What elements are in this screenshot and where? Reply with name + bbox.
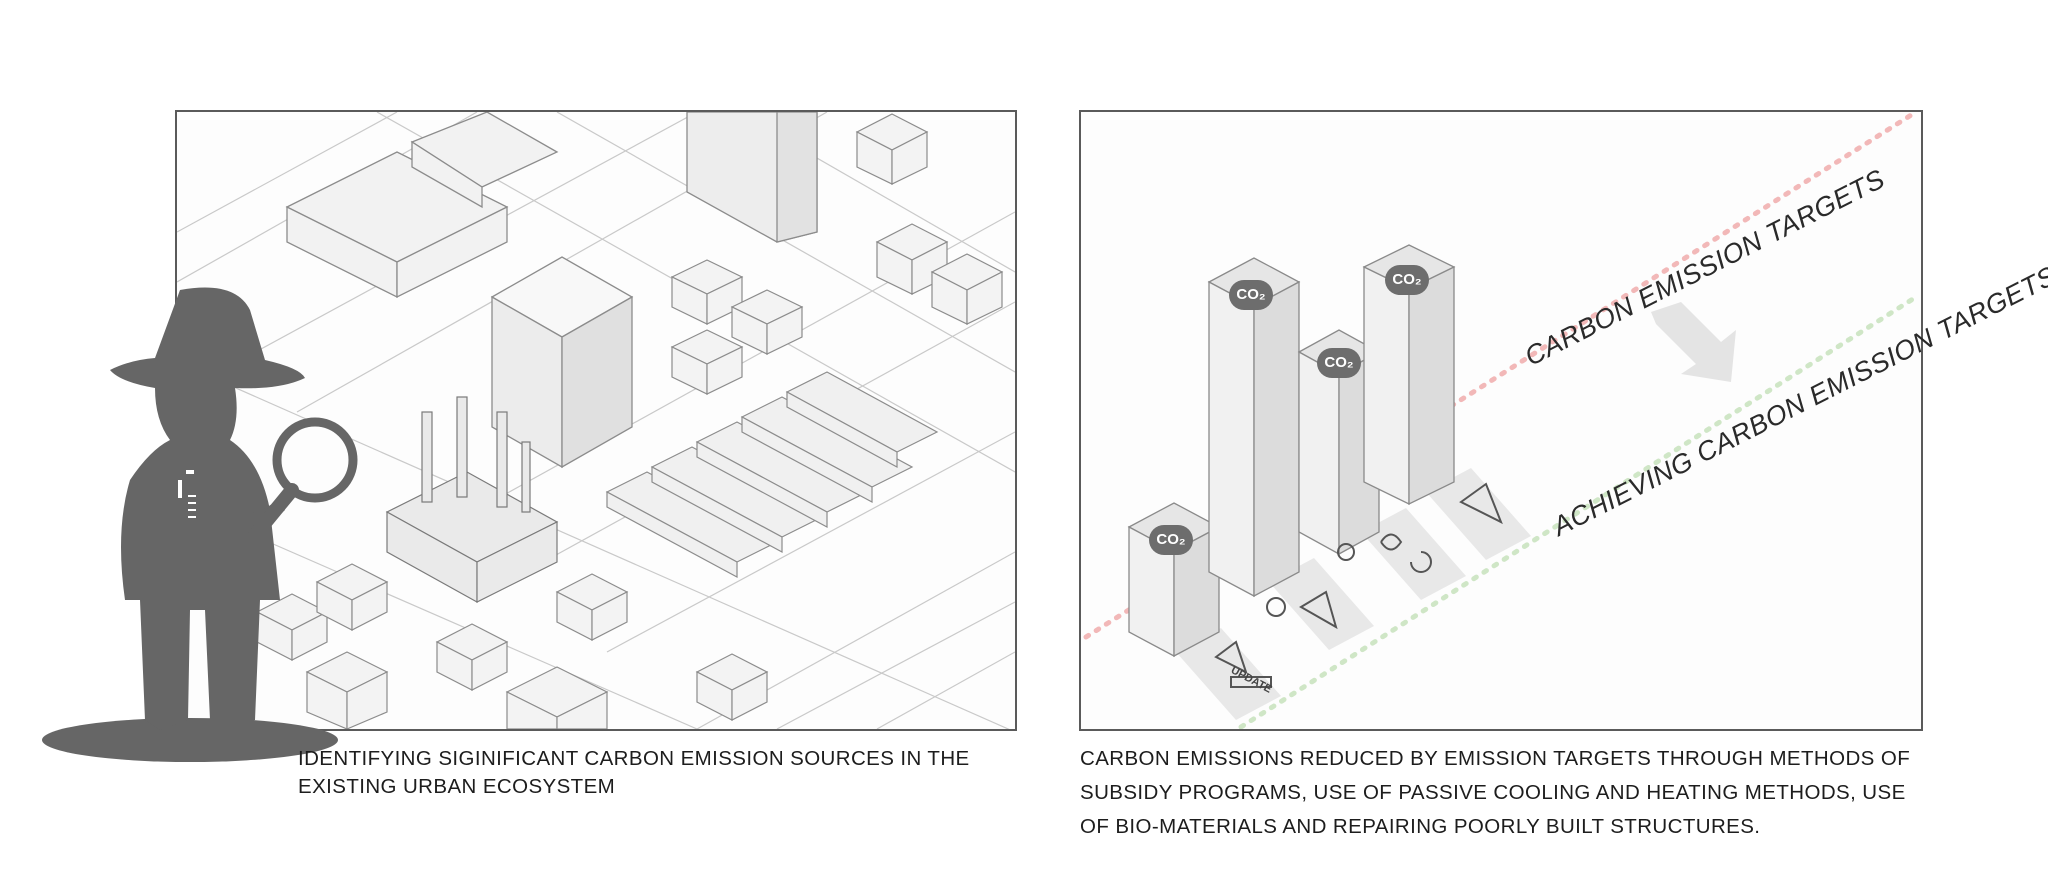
right-caption: CARBON EMISSIONS REDUCED BY EMISSION TAR…: [1080, 747, 1911, 838]
repair-icon: [1299, 590, 1338, 630]
detective-silhouette-icon: [42, 287, 358, 762]
leaf-icon: [1380, 533, 1403, 551]
fan-icon: [1337, 543, 1355, 561]
co2-cloud-icon: CO₂: [1149, 525, 1193, 555]
building-icon: [1266, 597, 1286, 617]
co2-cloud-icon: CO₂: [1317, 348, 1361, 378]
recycle-icon: [1410, 551, 1432, 573]
hammer-wrench-icon: [1214, 640, 1248, 674]
co2-cloud-icon: CO₂: [1229, 280, 1273, 310]
left-caption: IDENTIFYING SIGINIFICANT CARBON EMISSION…: [298, 747, 970, 798]
industrial-sheds: [605, 371, 939, 579]
co2-cloud-icon: CO₂: [1385, 265, 1429, 295]
emission-bar-4: [1362, 244, 1456, 506]
update-tag-icon: [1230, 676, 1272, 688]
achieved-line: [1238, 294, 1919, 729]
emission-targets-diagram: CO₂ CO₂ CO₂ CO₂ UPDATE: [1079, 110, 1923, 731]
warning-icon: [1459, 482, 1503, 525]
magnifying-glass-icon: [248, 417, 358, 542]
arrow-down-right-icon: [1651, 302, 1736, 382]
target-line: [1083, 112, 1919, 640]
factory-complex: [385, 396, 559, 604]
